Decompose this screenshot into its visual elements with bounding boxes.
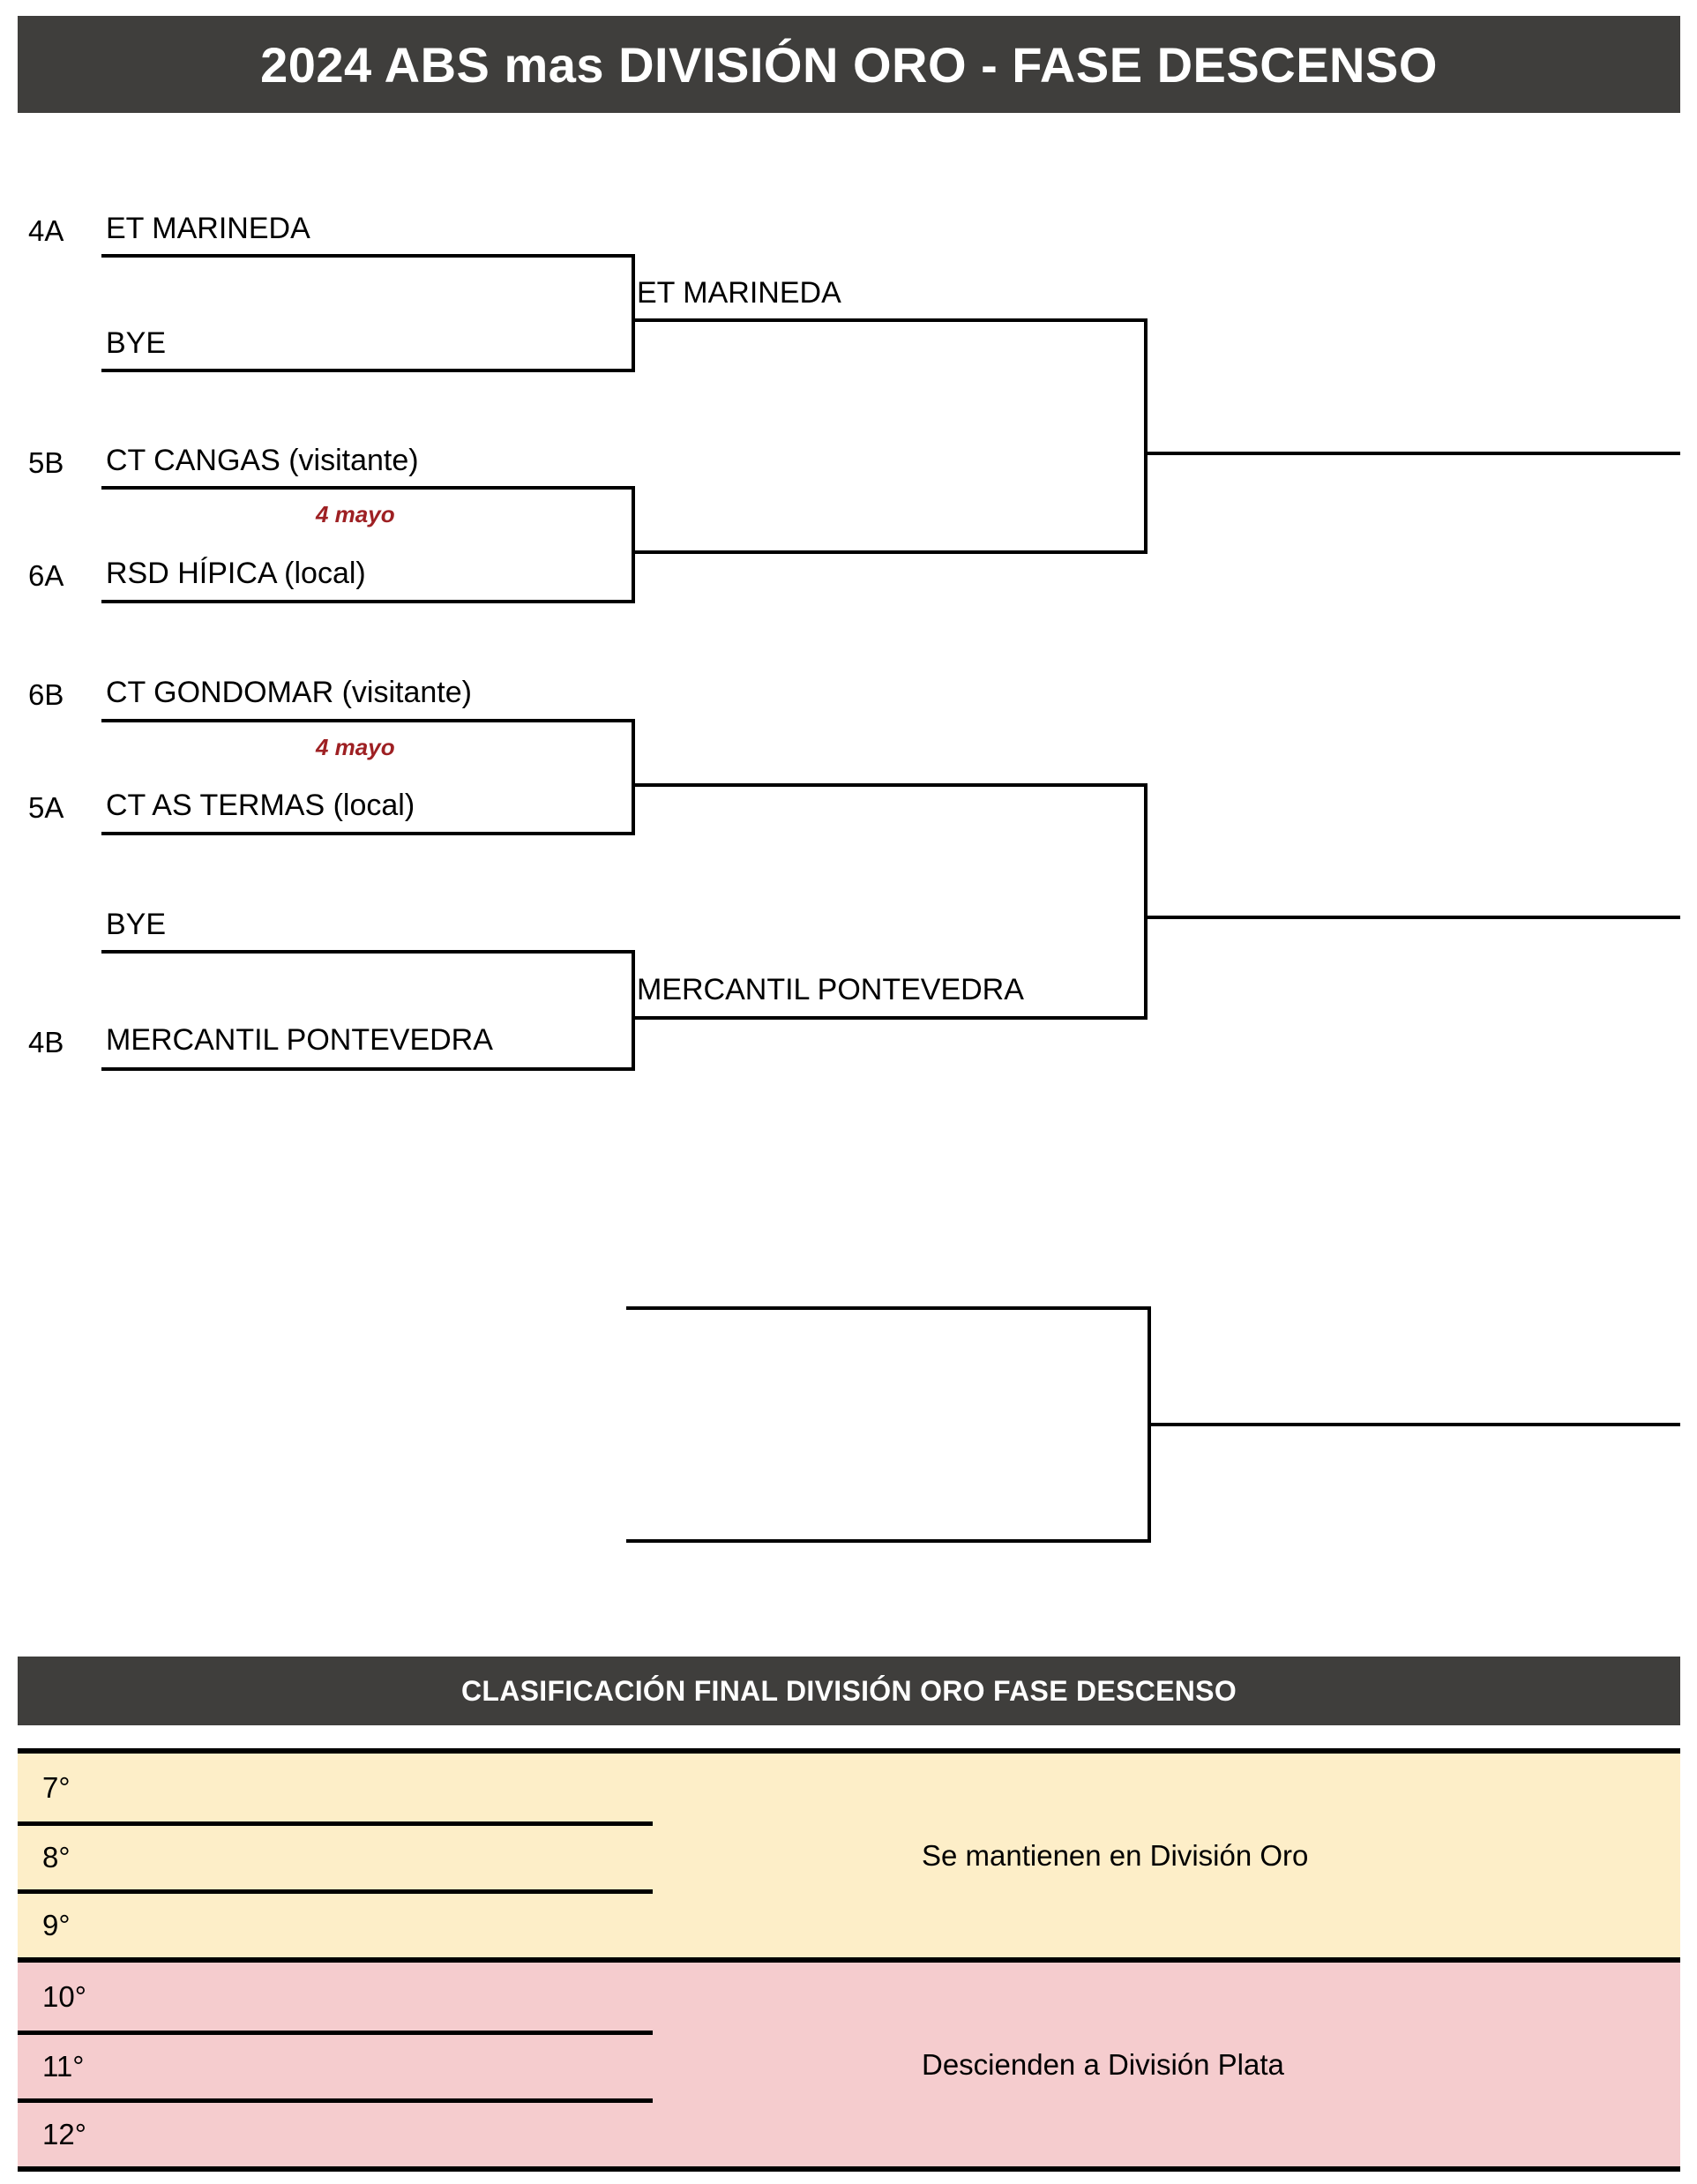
slot-line-final-2	[626, 1539, 1151, 1543]
slot-line-r1-1	[101, 254, 635, 258]
slot-line-r1-8	[101, 1067, 635, 1071]
slot-line-r3-1	[1144, 452, 1680, 455]
team-name-r1-6[interactable]: CT AS TERMAS (local)	[106, 789, 415, 822]
team-name-r1-4[interactable]: RSD HÍPICA (local)	[106, 557, 366, 590]
seed-code-r1-3: 5B	[28, 446, 64, 479]
team-name-r1-8[interactable]: MERCANTIL PONTEVEDRA	[106, 1023, 493, 1057]
table-row[interactable]: 7°	[18, 1754, 653, 1821]
outcome-label-drop: Descienden a División Plata	[922, 2047, 1284, 2081]
classification-banner: CLASIFICACIÓN FINAL DIVISIÓN ORO FASE DE…	[18, 1657, 1680, 1725]
table-row[interactable]: 12°	[18, 2098, 653, 2166]
connector-r2-match-1	[1144, 318, 1148, 554]
team-name-r1-1[interactable]: ET MARINEDA	[106, 212, 310, 245]
page-title: 2024 ABS mas DIVISIÓN ORO - FASE DESCENS…	[260, 36, 1438, 93]
slot-line-r1-4	[101, 600, 635, 603]
seed-code-r1-8: 4B	[28, 1026, 64, 1058]
page-header-banner: 2024 ABS mas DIVISIÓN ORO - FASE DESCENS…	[18, 16, 1680, 113]
classification-table: 7° 8° 9° Se mantienen en División Oro 10…	[18, 1748, 1680, 2172]
slot-line-champion	[1148, 1423, 1680, 1426]
slot-line-r2-1	[632, 318, 1148, 322]
connector-r2-match-2	[1144, 783, 1148, 1020]
slot-line-r1-3	[101, 486, 635, 490]
table-row[interactable]: 9°	[18, 1889, 653, 1957]
slot-line-r2-3	[632, 783, 1148, 787]
connector-r1-match-4	[632, 950, 635, 1071]
match-date-1: 4 mayo	[316, 501, 395, 527]
slot-line-r2-4	[632, 1016, 1148, 1020]
match-date-2: 4 mayo	[316, 734, 395, 760]
table-row[interactable]: 11°	[18, 2031, 653, 2098]
table-row[interactable]: 10°	[18, 1963, 653, 2031]
table-row[interactable]: 8°	[18, 1821, 653, 1889]
team-name-r2-4[interactable]: MERCANTIL PONTEVEDRA	[637, 973, 1024, 1006]
rank-label: 12°	[42, 2118, 86, 2150]
connector-r1-match-1	[632, 254, 635, 372]
rank-label: 8°	[42, 1841, 71, 1874]
seed-code-r1-5: 6B	[28, 678, 64, 711]
slot-line-r1-5	[101, 719, 635, 722]
slot-line-r1-2	[101, 369, 635, 372]
connector-r1-match-2	[632, 486, 635, 603]
seed-code-r1-1: 4A	[28, 214, 64, 247]
rank-label: 10°	[42, 1979, 86, 2013]
team-name-r1-2[interactable]: BYE	[106, 326, 167, 360]
rank-label: 11°	[42, 2050, 85, 2083]
rank-label: 9°	[42, 1909, 71, 1941]
slot-line-r1-6	[101, 832, 635, 835]
classification-title: CLASIFICACIÓN FINAL DIVISIÓN ORO FASE DE…	[460, 1674, 1237, 1707]
connector-r1-match-3	[632, 719, 635, 835]
position-column-keep: 7° 8° 9°	[18, 1754, 653, 1957]
classification-group-keep: 7° 8° 9° Se mantienen en División Oro	[18, 1754, 1680, 1957]
slot-line-r2-2	[632, 550, 1148, 554]
rank-label: 7°	[42, 1770, 71, 1804]
team-name-r2-1[interactable]: ET MARINEDA	[637, 276, 841, 310]
outcome-label-keep: Se mantienen en División Oro	[922, 1838, 1309, 1872]
slot-line-final-1	[626, 1306, 1151, 1310]
classification-group-drop: 10° 11° 12° Descienden a División Plata	[18, 1957, 1680, 2166]
tournament-bracket: 4A ET MARINEDA BYE 5B CT CANGAS (visitan…	[28, 212, 1680, 1543]
slot-line-r1-7	[101, 950, 635, 954]
team-name-r1-7[interactable]: BYE	[106, 908, 167, 941]
team-name-r1-5[interactable]: CT GONDOMAR (visitante)	[106, 676, 472, 709]
position-column-drop: 10° 11° 12°	[18, 1963, 653, 2166]
seed-code-r1-6: 5A	[28, 791, 64, 824]
slot-line-r3-2	[1144, 916, 1680, 919]
seed-code-r1-4: 6A	[28, 559, 64, 592]
team-name-r1-3[interactable]: CT CANGAS (visitante)	[106, 444, 419, 477]
